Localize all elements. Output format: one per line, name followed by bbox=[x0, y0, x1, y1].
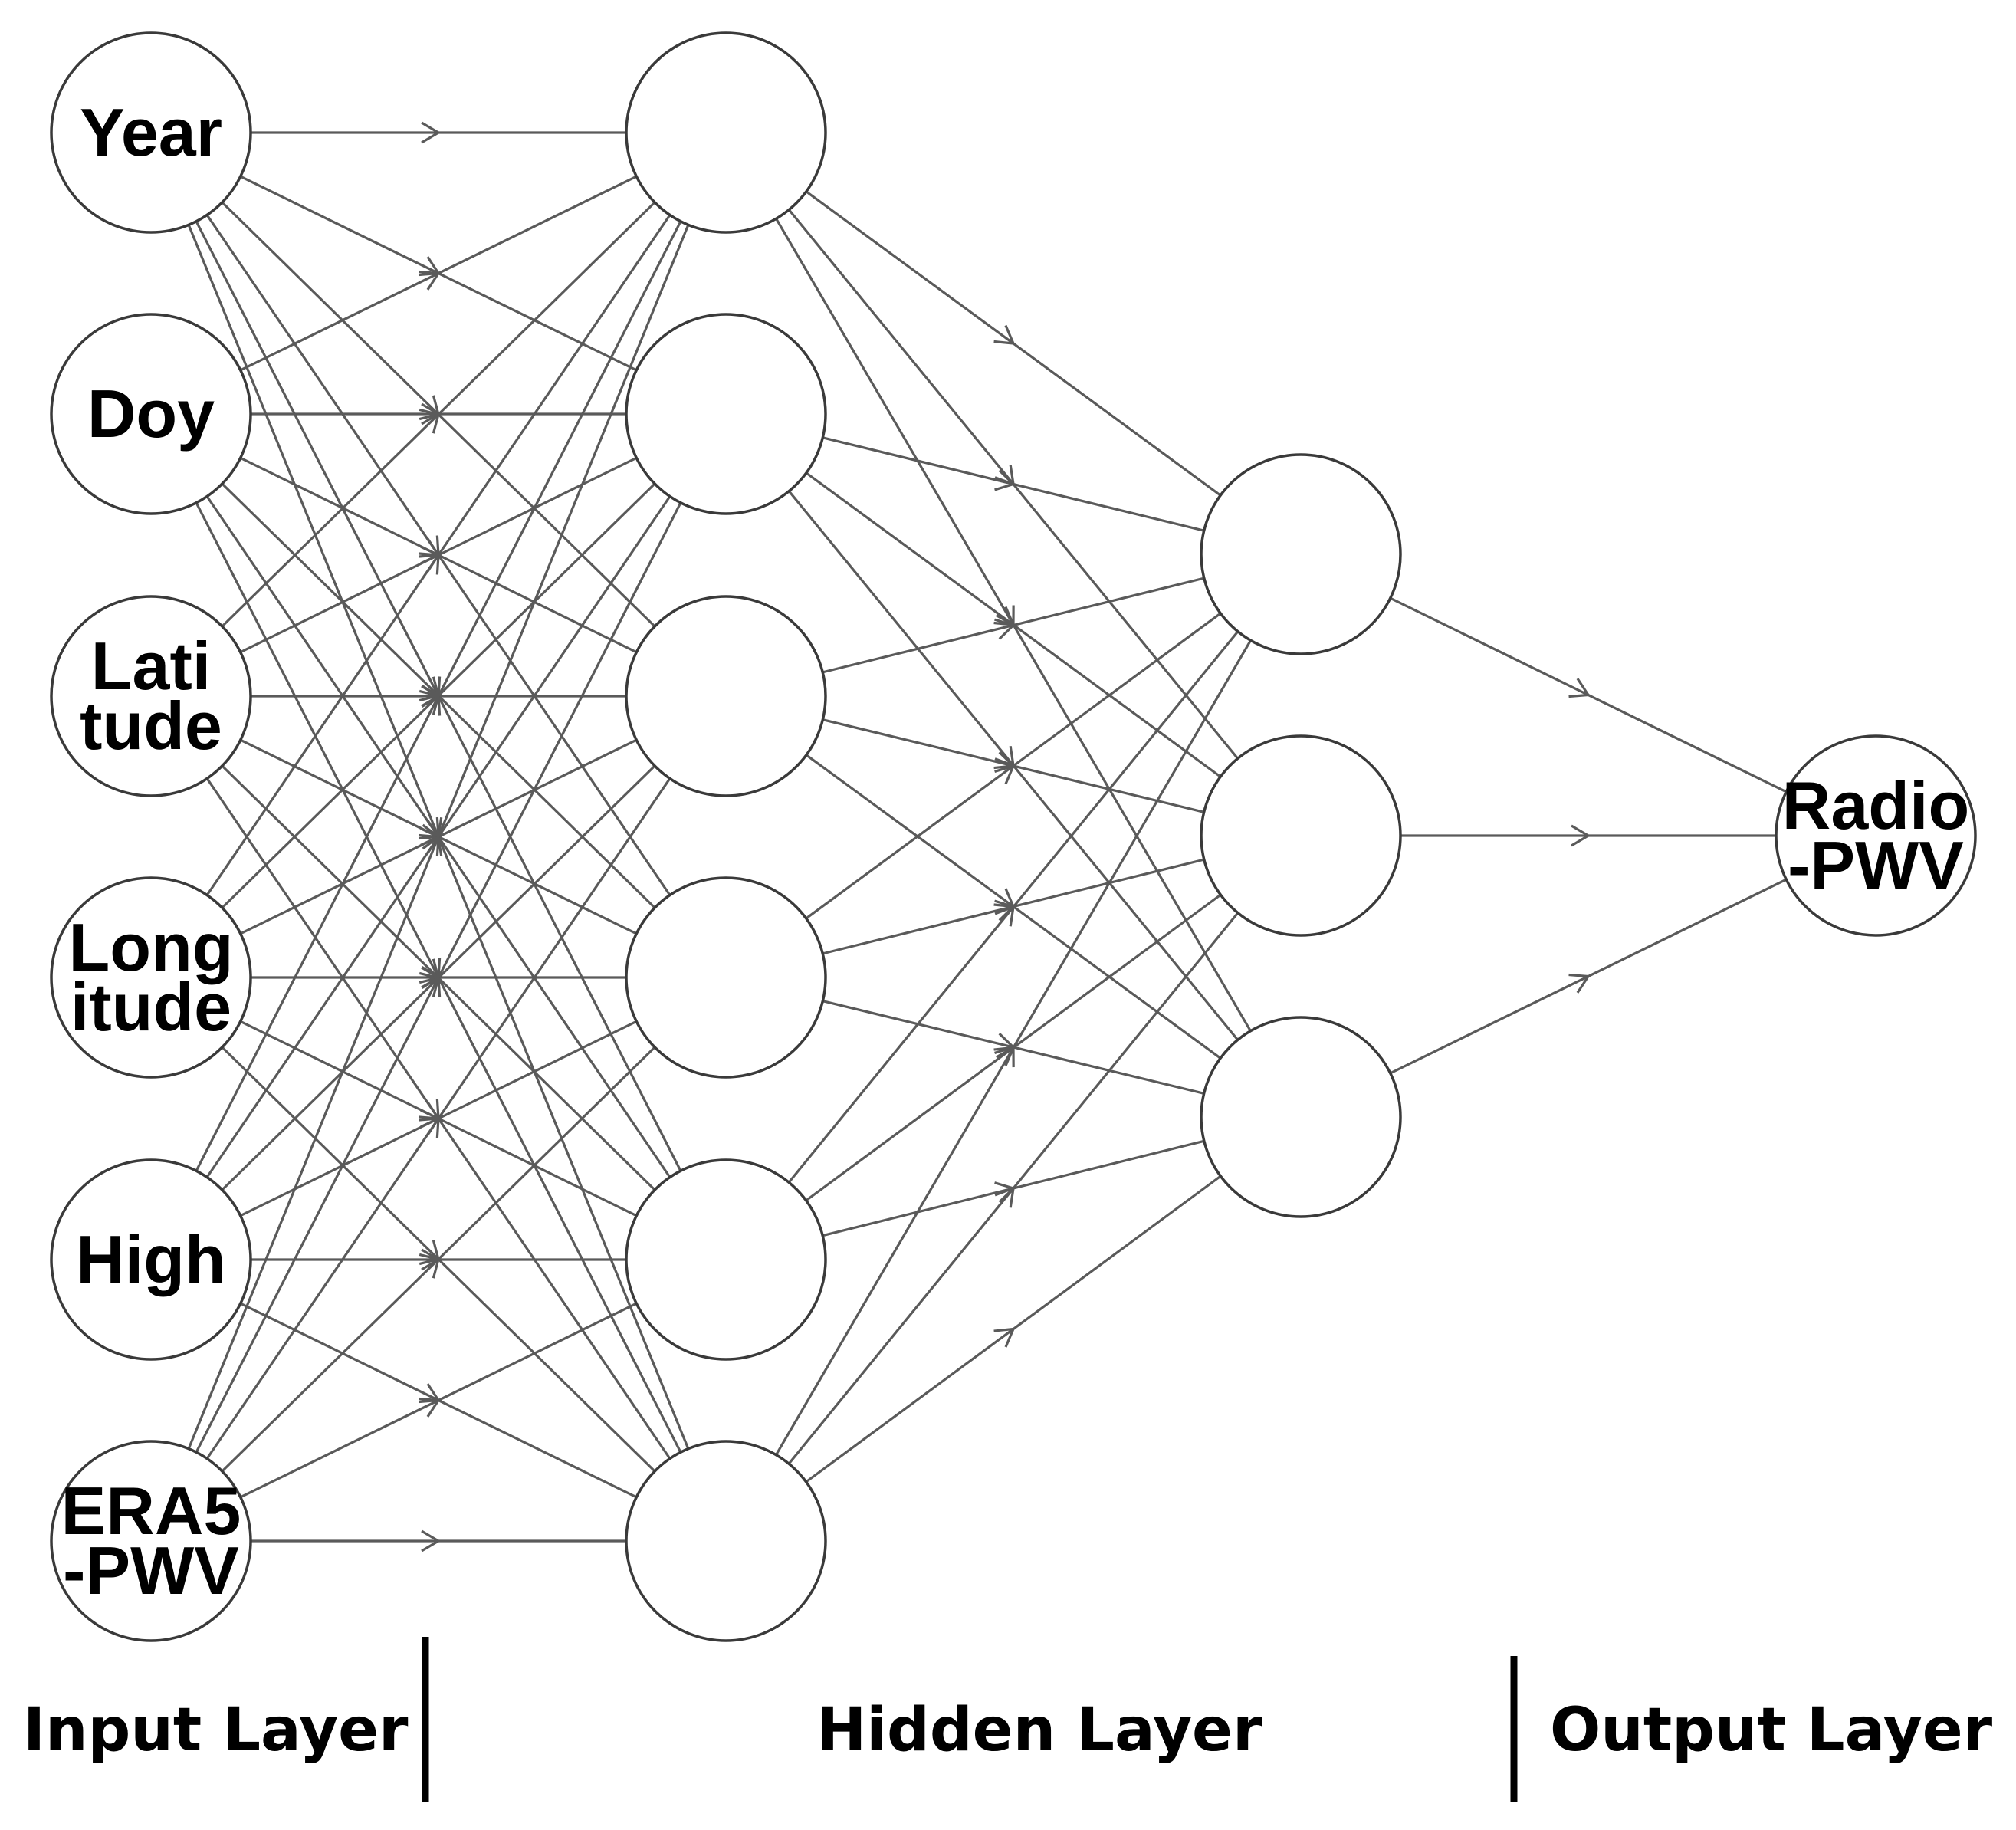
hidden1-node-6 bbox=[625, 1440, 827, 1642]
connection-edges bbox=[187, 121, 1787, 1552]
hidden1-node-3 bbox=[625, 595, 827, 797]
hidden2-node-2 bbox=[1200, 734, 1402, 937]
network-nodes: YearDoyLatitudeLongitudeHighERA5-PWVRadi… bbox=[50, 31, 1977, 1642]
edge-input-2-to-hidden1-1 bbox=[240, 175, 637, 372]
input-node-6: ERA5-PWV bbox=[50, 1440, 252, 1642]
input-layer-label: Input Layer bbox=[23, 1696, 409, 1765]
edge-hidden1-6-to-hidden2-1 bbox=[775, 639, 1252, 1456]
layer-labels: Input Layer Hidden Layer Output Layer bbox=[23, 1696, 1993, 1765]
node-label: -PWV bbox=[63, 1533, 239, 1608]
edge-hidden1-3-to-hidden2-1 bbox=[822, 577, 1205, 674]
edge-hidden2-2-to-output-1 bbox=[1400, 824, 1776, 847]
edge-hidden1-4-to-hidden2-1 bbox=[805, 612, 1222, 920]
node-label: ERA5 bbox=[61, 1473, 241, 1549]
edge-input-6-to-hidden1-6 bbox=[251, 1529, 626, 1552]
node-label: -PWV bbox=[1788, 827, 1964, 903]
edge-input-3-to-hidden1-1 bbox=[221, 201, 656, 628]
hidden-layer-label: Hidden Layer bbox=[816, 1696, 1262, 1765]
hidden1-node-4 bbox=[625, 876, 827, 1079]
input-node-5: High bbox=[50, 1158, 252, 1361]
hidden1-node-1 bbox=[625, 31, 827, 234]
node-label: tude bbox=[80, 688, 222, 764]
edge-input-6-to-hidden1-5 bbox=[240, 1302, 637, 1499]
node-label: Long bbox=[68, 909, 233, 985]
edge-hidden1-6-to-hidden2-2 bbox=[787, 912, 1239, 1465]
edge-hidden1-5-to-hidden2-1 bbox=[787, 630, 1239, 1184]
node-label: Lati bbox=[91, 628, 211, 704]
hidden2-node-1 bbox=[1200, 453, 1402, 655]
edge-input-6-to-hidden1-1 bbox=[187, 224, 690, 1450]
input-node-1: Year bbox=[50, 31, 252, 234]
edge-hidden2-1-to-output-1 bbox=[1390, 596, 1787, 793]
output-node-1: Radio-PWV bbox=[1775, 734, 1977, 937]
node-label: Doy bbox=[87, 376, 215, 452]
node-label: Year bbox=[80, 94, 222, 170]
hidden1-node-2 bbox=[625, 313, 827, 515]
edge-hidden1-1-to-hidden2-1 bbox=[805, 190, 1222, 497]
edge-hidden2-3-to-output-1 bbox=[1390, 878, 1787, 1075]
hidden1-node-5 bbox=[625, 1158, 827, 1361]
edge-input-5-to-hidden1-1 bbox=[195, 221, 682, 1171]
input-node-2: Doy bbox=[50, 313, 252, 515]
edge-hidden1-6-to-hidden2-3 bbox=[805, 1175, 1222, 1483]
edge-input-4-to-hidden1-1 bbox=[205, 214, 671, 896]
edge-input-6-to-hidden1-2 bbox=[195, 502, 682, 1453]
edge-hidden1-2-to-hidden2-1 bbox=[822, 436, 1205, 532]
edge-input-1-to-hidden1-1 bbox=[251, 121, 626, 144]
edge-input-6-to-hidden1-3 bbox=[205, 777, 671, 1460]
node-label: High bbox=[76, 1221, 226, 1297]
edge-input-6-to-hidden1-4 bbox=[221, 1046, 656, 1473]
layer-dividers bbox=[422, 1637, 1518, 1802]
node-label: Radio bbox=[1782, 767, 1969, 843]
hidden2-node-3 bbox=[1200, 1016, 1402, 1218]
output-layer-label: Output Layer bbox=[1550, 1696, 1993, 1765]
node-label: itude bbox=[71, 969, 231, 1045]
